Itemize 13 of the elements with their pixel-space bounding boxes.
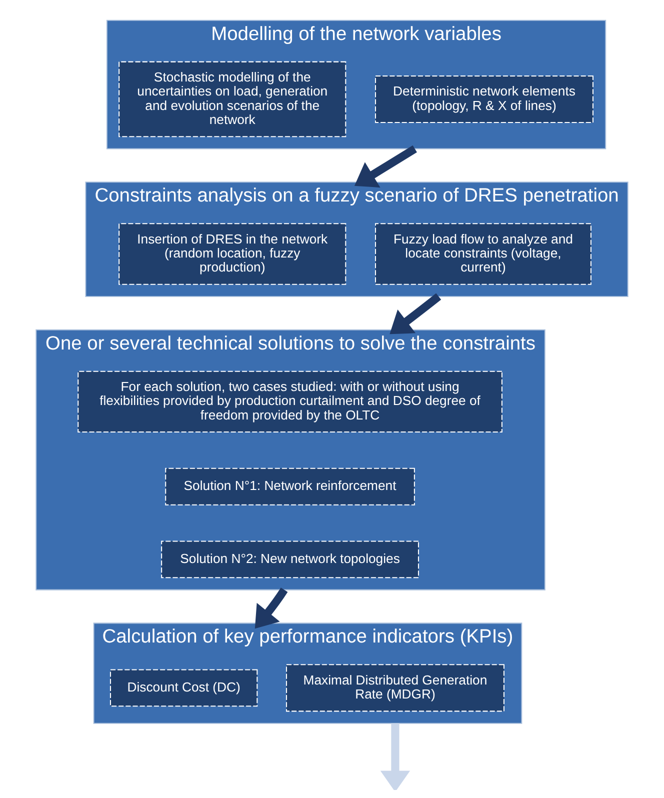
node-box: Insertion of DRES in the network (random location, fuzzy production) [118,223,346,285]
node-box: Fuzzy load flow to analyze and locate constraints (voltage, current) [375,223,592,285]
node-box: For each solution, two cases studied: with or without using flexibilities provided by production curtailment and DSO degree of freedom provided by the OLTC [78,370,502,433]
arrow [254,588,288,629]
node-box: Stochastic modelling of the uncertainties on load, generation and evolution scenarios of the network [118,61,346,138]
node-box: Discount Cost (DC) [110,669,258,707]
node-box: Solution N°1: Network reinforcement [165,468,415,506]
node-box: Solution N°2: New network topologies [161,540,419,578]
arrow [354,145,417,188]
node-box: Maximal Distributed Generation Rate (MDGR) [286,664,504,712]
node-box: Deterministic network elements (topology, R & X of lines) [375,75,594,123]
arrow [390,293,442,334]
arrow [380,723,410,790]
